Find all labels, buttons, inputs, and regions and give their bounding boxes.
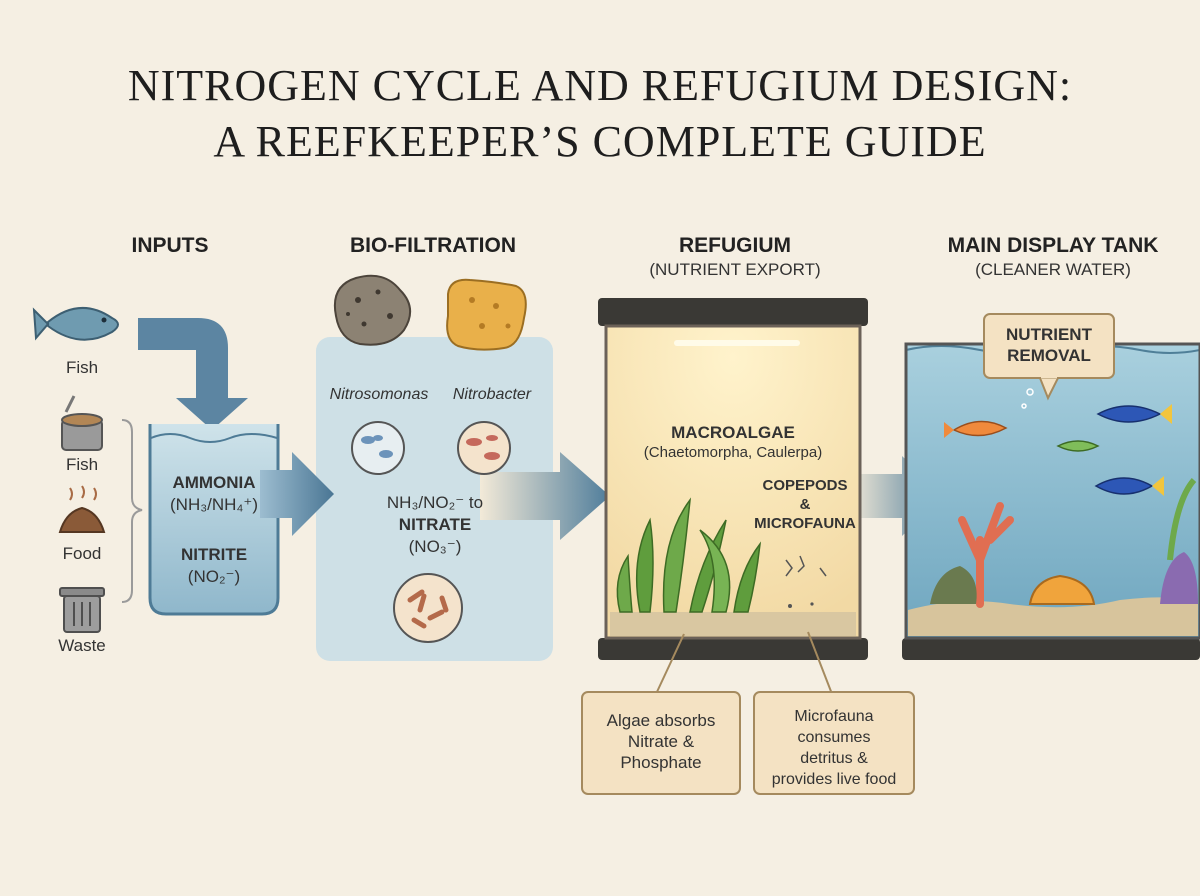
micro-callout-line-1: Microfauna [794,708,874,725]
biofiltration-heading: BIO-FILTRATION [349,234,517,257]
fish-food-can-icon [61,395,103,451]
algae-callout-line-1: Algae absorbs [606,711,716,730]
inputs-heading: INPUTS [131,234,209,257]
sponge-filter-icon [446,278,527,351]
microfauna-callout [753,631,915,795]
nutrient-removal-callout [983,313,1115,401]
nitrite-label: NITRITE [180,545,248,564]
fish-label: Fish [65,358,99,377]
arrow-to-refugium [480,452,610,540]
algae-callout-line-2: Nitrate & [627,732,695,751]
ammonia-formula: (NH₃/NH₄⁺) [170,495,258,514]
title-line-1: NITROGEN CYCLE AND REFUGIUM DESIGN: [127,61,1073,110]
biofiltration-panel [316,337,553,661]
copepods-label: COPEPODS & MICROFAUNA [750,476,860,533]
fish-icon [32,306,119,341]
copepods-line-2: & [799,496,811,513]
macroalgae-label: MACROALGAE [671,423,795,442]
page-title: NITROGEN CYCLE AND REFUGIUM DESIGN: A RE… [0,58,1200,170]
waste-label: Waste [58,636,106,655]
microfauna-callout-text: Microfauna consumes detritus & provides … [756,706,912,790]
copepods-line-3: MICROFAUNA [754,515,856,532]
micro-callout-line-3: detritus & [800,750,868,767]
nitrosomonas-bacteria-icon [351,421,405,475]
refugium-tank [598,298,868,660]
food-pile-icon [58,485,106,533]
algae-callout-text: Algae absorbs Nitrate & Phosphate [584,710,738,773]
nitrosomonas-label: Nitrosomonas [329,386,429,403]
title-line-2: A REEFKEEPER’S COMPLETE GUIDE [213,117,987,166]
ammonia-label: AMMONIA [172,473,256,492]
waste-bin-icon [59,587,105,633]
fish-to-container-arrow [138,318,248,430]
nitrobacter-bacteria-icon [457,421,511,475]
display-tank [902,342,1200,660]
callout-line-1: NUTRIENT [1006,325,1092,344]
micro-callout-line-4: provides live food [771,771,897,788]
nitrate-label: NITRATE [398,515,472,534]
fish-food-label: Fish [65,455,99,474]
live-rock-icon [334,274,411,346]
food-label: Food [62,544,102,563]
refugium-subheading: (NUTRIENT EXPORT) [649,260,821,279]
refugium-heading: REFUGIUM [679,234,791,257]
algae-callout-line-3: Phosphate [620,753,702,772]
conversion-label: NH₃/NO₂⁻ to [386,493,484,512]
nitrifying-bacteria-icon [393,573,463,643]
nitrobacter-label: Nitrobacter [452,386,532,403]
nutrient-removal-text: NUTRIENT REMOVAL [984,324,1114,366]
macroalgae-species: (Chaetomorpha, Caulerpa) [643,444,823,461]
arrow-to-biofiltration [260,452,334,536]
nitrate-formula: (NO₃⁻) [408,537,462,556]
algae-callout [581,633,741,795]
micro-callout-line-2: consumes [797,729,871,746]
display-subheading: (CLEANER WATER) [975,260,1131,279]
callout-line-2: REMOVAL [1007,346,1091,365]
inputs-brace [121,419,143,603]
waste-container [148,424,280,616]
copepods-line-1: COPEPODS [762,477,848,494]
nitrite-formula: (NO₂⁻) [187,567,241,586]
display-heading: MAIN DISPLAY TANK [947,234,1159,257]
